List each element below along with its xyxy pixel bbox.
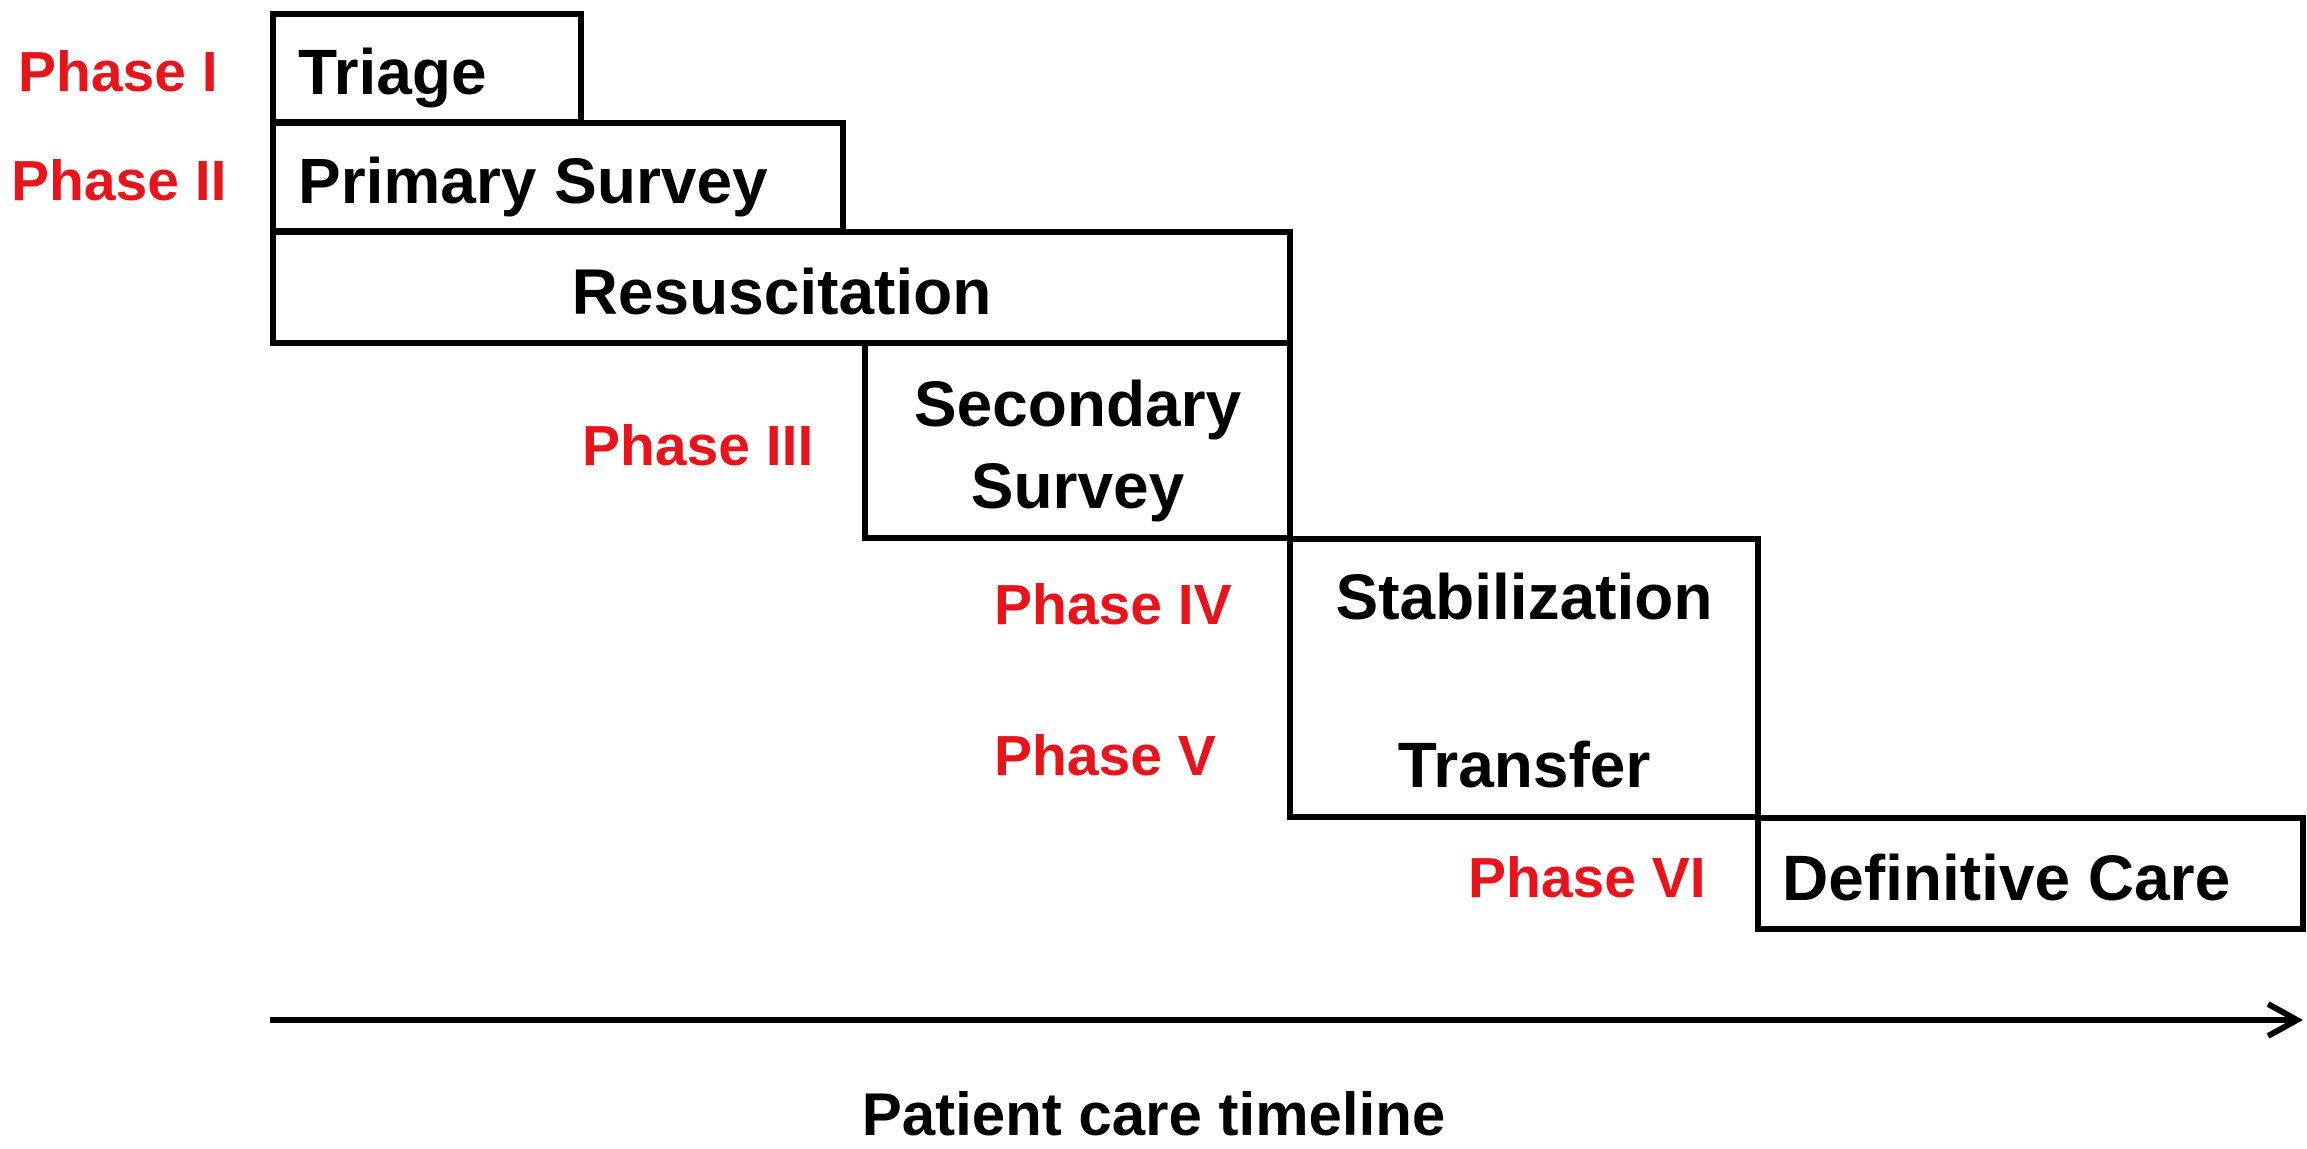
phase-5-label: Phase V (994, 724, 1216, 788)
secondary-survey-label-line1: Secondary (913, 368, 1242, 440)
resuscitation-label: Resuscitation (571, 256, 992, 328)
secondary-survey-box (862, 340, 1293, 541)
phase-3-label: Phase III (582, 414, 814, 478)
definitive-care-box (1755, 815, 2306, 932)
phase-6-label: Phase VI (1468, 846, 1706, 910)
phase-4-label: Phase IV (994, 573, 1232, 637)
definitive-care-label: Definitive Care (1782, 842, 2231, 914)
arrow-right-icon (2266, 1001, 2304, 1039)
secondary-survey-label-line2: Survey (970, 450, 1185, 522)
stabilization-label: Stabilization (1335, 561, 1713, 633)
stabilization-transfer-box (1287, 536, 1761, 820)
phase-2-label: Phase II (11, 149, 227, 213)
transfer-label: Transfer (1397, 729, 1651, 801)
resuscitation-box (270, 229, 1293, 346)
phase-1-label: Phase I (18, 40, 218, 104)
triage-label: Triage (298, 36, 487, 108)
timeline-label: Patient care timeline (861, 1081, 1446, 1148)
primary-survey-box (270, 120, 846, 234)
primary-survey-label: Primary Survey (298, 145, 768, 217)
timeline-arrow (270, 1001, 2304, 1039)
